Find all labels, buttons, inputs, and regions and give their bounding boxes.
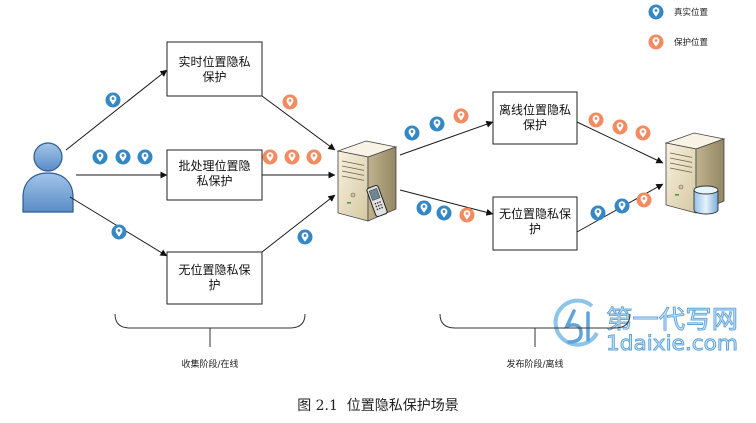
protected-location-pin-icon [635,125,651,141]
node-label-line: 批处理位置隐 [178,158,250,173]
database-icon [693,185,719,215]
no-protection-offline-node: 无位置隐私保 护 [492,196,578,251]
watermark-logo [553,298,599,347]
protected-location-pin-icon [636,192,652,208]
node-box [492,196,578,251]
figure-caption: 图 2.1 位置隐私保护场景 [297,398,459,414]
arrow-user-to-realtime [65,69,168,151]
user-icon [22,142,74,213]
legend: 真实位置 保护位置 [648,4,709,50]
protected-location-pin-icon [282,94,298,110]
node-box [166,149,263,201]
node-label-line: 实时位置隐私 [178,54,250,69]
node-label-line: 无位置隐私保 [499,206,571,221]
legend-protected-location-label: 保护位置 [674,37,709,48]
real-location-pin-icon [416,200,432,216]
watermark-site-url: 1daixie.com [606,331,738,355]
offline-protection-node: 离线位置隐私 保护 [492,91,578,145]
node-box [166,41,263,97]
node-label-line: 保护 [202,70,226,84]
real-location-pin-icon [105,92,121,108]
batch-protection-node: 批处理位置隐 私保护 [166,149,263,201]
server-icon [337,140,397,222]
node-label-line: 保护 [523,118,547,132]
real-location-pin-icon [115,149,131,165]
arrow-realtime-to-collector [261,95,336,151]
legend-real-location-label: 真实位置 [674,7,709,18]
arrow-collector-to-none-offline [399,189,494,216]
no-protection-online-node: 无位置隐私保 护 [166,251,263,305]
real-location-pin-icon [429,116,445,132]
watermark: 第一代写网 1daixie.com [553,298,738,355]
real-location-pin-icon [436,205,452,221]
real-location-pin-icon [137,149,153,165]
protected-location-pin-icon [306,149,322,165]
location-pins [92,92,652,245]
node-label-line: 无位置隐私保 [178,262,250,277]
protected-location-pin-icon [588,112,604,128]
protected-location-pin-icon [284,149,300,165]
real-location-pin-icon [614,198,630,214]
arrow-none-online-to-collector [261,194,336,253]
publish-phase-label: 发布阶段/离线 [506,358,563,370]
publish-phase-brace [439,313,631,347]
arrow-collector-to-offline [399,120,494,156]
real-location-pin-icon [648,4,664,20]
node-label-line: 私保护 [196,174,232,188]
node-label-line: 护 [529,222,541,236]
arrow-offline-to-publisher [576,121,664,164]
node-label-line: 护 [208,278,220,292]
collect-phase-label: 收集阶段/在线 [181,358,238,370]
protected-location-pin-icon [612,119,628,135]
real-location-pin-icon [92,149,108,165]
protected-location-pin-icon [262,149,278,165]
protected-location-pin-icon [459,207,475,223]
realtime-protection-node: 实时位置隐私 保护 [166,41,263,97]
protected-location-pin-icon [453,108,469,124]
watermark-site-name: 第一代写网 [606,305,738,334]
real-location-pin-icon [590,205,606,221]
real-location-pin-icon [297,229,313,245]
real-location-pin-icon [404,125,420,141]
node-box [492,91,578,145]
real-location-pin-icon [111,224,127,240]
collect-phase-brace [114,313,306,347]
mobile-phone-icon [366,185,388,217]
node-box [166,251,263,305]
node-label-line: 离线位置隐私 [499,102,571,117]
protected-location-pin-icon [648,34,664,50]
